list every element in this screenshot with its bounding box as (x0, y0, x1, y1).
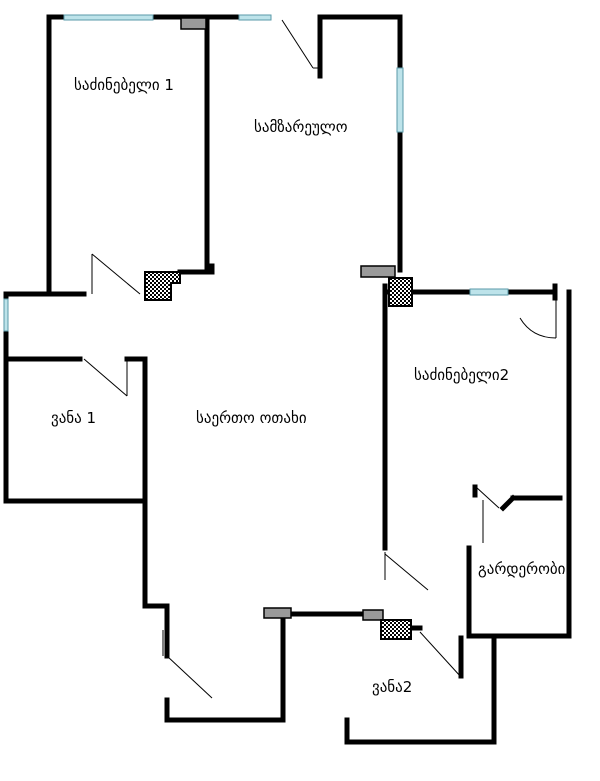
room-label-wardrobe: გარდერობი (478, 560, 566, 578)
column-bath2-left (263, 607, 292, 619)
room-label-living: საერთო ოთახი (196, 409, 307, 427)
room-label-bath2: ვანა2 (372, 678, 413, 696)
room-label-bath1: ვანა 1 (51, 409, 97, 427)
window-kitchen-top (238, 14, 272, 21)
shaft-bedroom2 (388, 277, 413, 307)
shaft-living-left (144, 271, 181, 301)
column-kitchen-right (360, 265, 396, 278)
window-left-edge (3, 298, 9, 332)
doors (83, 19, 557, 699)
columns (144, 17, 413, 640)
window-bedroom1 (63, 14, 154, 21)
column-bath2-mid (362, 609, 384, 621)
window-bedroom2 (469, 288, 509, 296)
room-label-bedroom2: საძინებელი2 (414, 366, 510, 384)
window-kitchen-right (396, 67, 404, 133)
room-label-kitchen: სამზარეულო (254, 118, 348, 136)
column-top (180, 17, 207, 30)
windows (3, 14, 509, 332)
shaft-bath2 (380, 619, 412, 640)
room-label-bedroom1: საძინებელი 1 (74, 76, 174, 94)
